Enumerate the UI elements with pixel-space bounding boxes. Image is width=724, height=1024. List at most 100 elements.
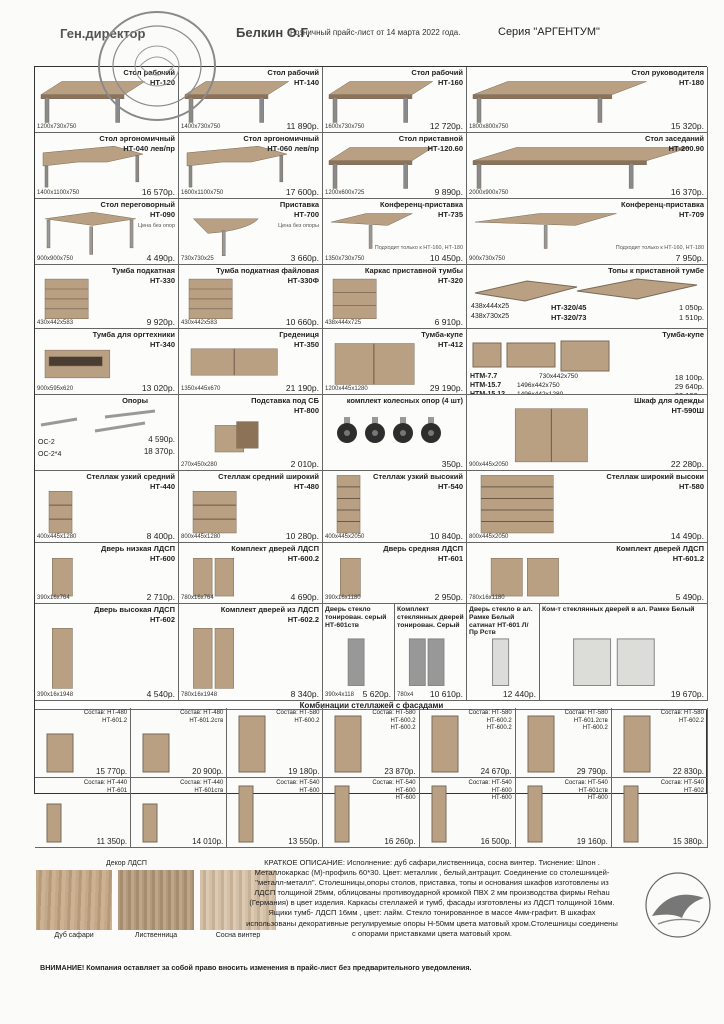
director-name: Белкин О.Г. (236, 25, 310, 40)
legs-code: ОС-2 (38, 439, 55, 446)
product-note: Подходит только к НТ-160, НТ-180 (615, 245, 704, 251)
product-title: Тумба подкатная файловая (216, 266, 319, 275)
product-title: Дверь низкая ЛДСП (101, 544, 175, 553)
bird-logo-icon (645, 872, 711, 938)
combos-title: Комбинации стеллажей с фасадами (35, 701, 708, 710)
product-price: 9 890р. (434, 187, 463, 197)
product-price: 10 450р. (429, 253, 463, 263)
product-code: НТ-601 (437, 554, 463, 563)
product-dimensions: 1600x730x750 (325, 124, 365, 130)
product-title: Дверь стекло тонирован. серый НТ-601ств (325, 606, 387, 629)
combo-price: 19 160р. (576, 837, 608, 846)
top-dimensions: 438x444x25 (471, 303, 510, 310)
product-dimensions: 400x445x2050 (325, 534, 365, 540)
product-code: НТ-590Ш (671, 406, 704, 415)
product-dimensions: 780x16x764 (181, 595, 214, 601)
combo-composition: Состав: НТ-440 НТ-601 (83, 780, 128, 794)
product-cell: Дверь стекло в ал. Рамке Белый сатинат Н… (467, 604, 540, 701)
combo-composition: Состав: НТ-540 НТ-600 НТ-600 (372, 780, 416, 801)
product-title: Стол эргономичный (99, 134, 175, 143)
product-title: Каркас приставной тумбы (364, 266, 463, 275)
product-dimensions: 730x730x25 (181, 256, 214, 262)
product-title: Приставка (279, 200, 319, 209)
combo-composition: Состав: НТ-540 НТ-602 (660, 780, 704, 794)
legs-price: 4 590р. (148, 435, 175, 444)
product-dimensions: 430x442x583 (181, 320, 218, 326)
combo-price: 13 550р. (288, 837, 320, 846)
product-price: 11 890р. (286, 121, 319, 131)
product-code: НТ-602.2 (287, 615, 319, 624)
product-title: Стол приставной (398, 134, 463, 143)
product-dimensions: 438x444x725 (325, 320, 362, 326)
combo-price: 15 770р. (96, 767, 128, 776)
product-dimensions: 270x450x280 (181, 462, 218, 468)
legs-price: 18 370р. (143, 447, 175, 456)
product-title: Конференц-приставка (380, 200, 463, 209)
product-dimensions: 1200x445x1280 (325, 386, 368, 392)
product-price: 10 840р. (429, 531, 463, 541)
product-code: НТ-480 (293, 482, 319, 491)
product-code: НТ-330Ф (287, 276, 319, 285)
decor-swatch (118, 870, 194, 930)
product-code: НТ-180 (678, 78, 704, 87)
product-dimensions: 390x16x764 (37, 595, 70, 601)
short-description: КРАТКОЕ ОПИСАНИЕ: Исполнение: дуб сафари… (246, 858, 618, 938)
combo-composition: Состав: НТ-540 НТ-600 (276, 780, 320, 794)
product-code: НТ-700 (293, 210, 319, 219)
combo-composition: Состав: НТ-480 НТ-601.2ств (180, 710, 224, 724)
product-price: 10 660р. (285, 317, 319, 327)
product-dimensions: 1350x730x750 (325, 256, 365, 262)
product-code: НТ-600.2 (287, 554, 319, 563)
product-title: Стол рабочий (267, 68, 319, 77)
product-price: 16 570р. (141, 187, 175, 197)
product-dimensions: 1400x1100x750 (37, 190, 80, 196)
product-code: НТ-140 (293, 78, 319, 87)
top-price: 1 050р. (678, 303, 704, 312)
product-cell: Ком-т стеклянных дверей в ал. Рамке Белы… (540, 604, 708, 701)
kupe-price: 29 190р. (675, 391, 704, 394)
product-price: 2 710р. (146, 592, 175, 602)
product-code: НТ-090 (149, 210, 175, 219)
product-price: 10 280р. (285, 531, 319, 541)
product-price: 8 400р. (146, 531, 175, 541)
product-title: Стол эргономичный (243, 134, 319, 143)
product-title: Шкаф для одежды (634, 396, 704, 405)
product-code: НТ-412 (437, 340, 463, 349)
product-title: Тумба для оргтехники (92, 330, 175, 339)
product-code: НТ-200.90 (668, 144, 704, 153)
combo-price: 16 500р. (480, 837, 512, 846)
product-dimensions: 1200x730x750 (37, 124, 77, 130)
product-dimensions: 780x4 (397, 692, 414, 698)
product-code: НТ-800 (293, 406, 319, 415)
product-title: Конференц-приставка (621, 200, 704, 209)
product-dimensions: 1600x1100x750 (181, 190, 224, 196)
product-title: Стеллаж узкий высокий (373, 472, 463, 481)
top-dimensions: 438x730x25 (471, 313, 510, 320)
product-title: Опоры (122, 396, 148, 405)
product-code: НТ-601.2 (672, 554, 704, 563)
kupe-dimensions: 1496x442x750 (517, 382, 560, 389)
product-price: 3 660р. (290, 253, 319, 263)
